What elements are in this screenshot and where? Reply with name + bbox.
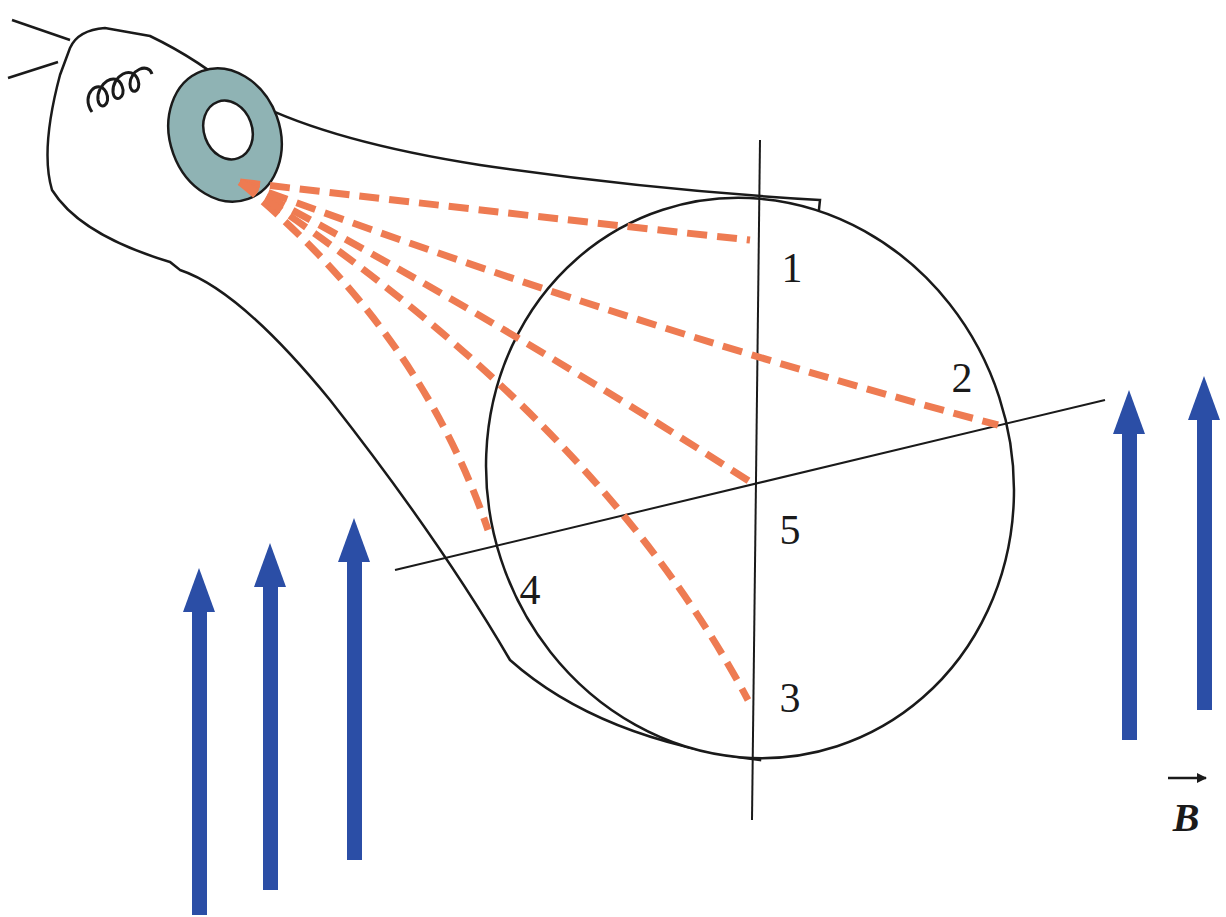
field-arrows	[183, 376, 1220, 915]
point-number: 3	[780, 677, 801, 719]
field-symbol: B	[1173, 798, 1200, 838]
lead-wires	[8, 20, 70, 78]
vector-arrow	[1168, 777, 1206, 780]
screen-axes	[395, 140, 1105, 820]
anode-hole	[195, 94, 261, 167]
point-number: 1	[782, 247, 803, 289]
filament-coil	[88, 68, 152, 112]
point-number: 2	[952, 357, 973, 399]
point-number: 5	[780, 509, 801, 551]
point-number: 4	[520, 569, 541, 611]
